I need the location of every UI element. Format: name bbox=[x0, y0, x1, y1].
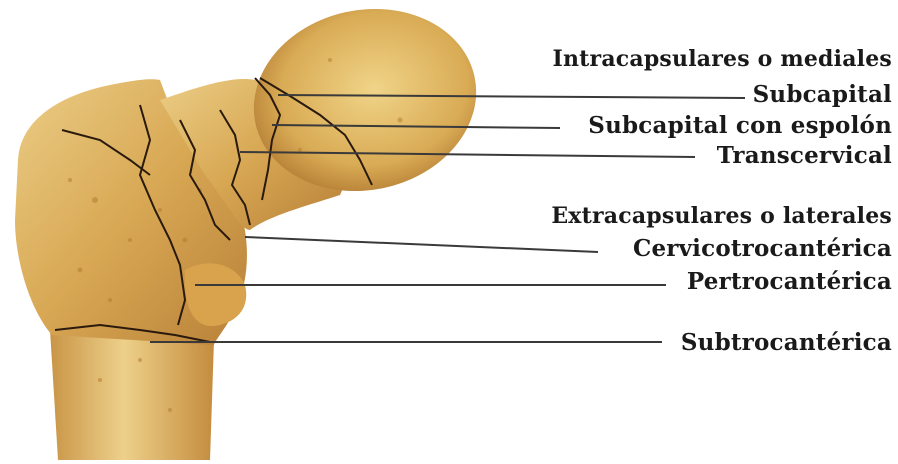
label-subtrocanterica: Subtrocantérica bbox=[681, 331, 892, 354]
label-subcapital: Subcapital bbox=[753, 83, 892, 106]
label-subcapital-espolon: Subcapital con espolón bbox=[588, 114, 892, 137]
intracapsular-heading: Intracapsulares o mediales bbox=[553, 48, 893, 70]
femur-shaft bbox=[50, 330, 214, 460]
extracapsular-heading: Extracapsulares o laterales bbox=[551, 205, 892, 227]
label-cervicotrocanterica: Cervicotrocantérica bbox=[633, 237, 892, 260]
label-transcervical: Transcervical bbox=[717, 144, 892, 167]
leader-cervicotrocanterica bbox=[245, 237, 598, 252]
label-pertrocanterica: Pertrocantérica bbox=[687, 270, 892, 293]
